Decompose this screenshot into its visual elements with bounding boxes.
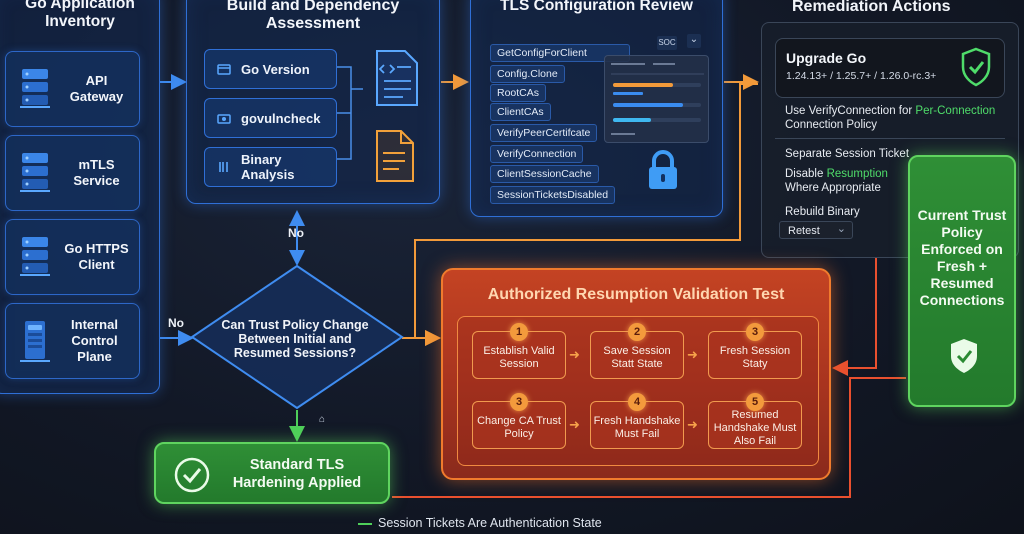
inventory-item-internal-control-plane[interactable]: Internal Control Plane	[5, 303, 140, 379]
step-label: Fresh Session Staty	[719, 345, 791, 370]
disable-highlight: Resumption	[826, 168, 888, 180]
package-icon	[217, 62, 231, 76]
decision-question: Can Trust Policy Change Between Initial …	[221, 318, 369, 360]
upgrade-title: Upgrade Go	[786, 50, 867, 66]
config-item-verifyconnection[interactable]: VerifyConnection	[490, 145, 584, 163]
inventory-item-label: Internal Control Plane	[71, 317, 118, 364]
server-stack-icon	[20, 237, 50, 276]
inventory-item-label: Go HTTPS Client	[64, 241, 129, 272]
test-steps-container: Establish Valid Session 1 ➜ Save Session…	[457, 316, 819, 466]
inventory-item-label: mTLS Service	[73, 157, 120, 188]
inventory-item-go-https-client[interactable]: Go HTTPS Client	[5, 219, 140, 295]
retest-label: Retest	[788, 225, 820, 237]
inventory-item-api-gateway[interactable]: API Gateway	[5, 51, 140, 127]
retest-dropdown[interactable]: Retest ⌄	[779, 221, 853, 239]
verify-connection-text: Use VerifyConnection for Per-Connection …	[785, 104, 1010, 132]
shield-check-icon	[951, 339, 977, 373]
disable-resumption-text: Disable Resumption Where Appropriate	[785, 167, 888, 195]
step-number: 5	[746, 393, 764, 411]
config-item-sessionticketsdisabled[interactable]: SessionTicketsDisabled	[490, 186, 616, 204]
tool-label: Go Version	[241, 61, 310, 77]
tool-label: govulncheck	[241, 110, 321, 126]
step-number: 1	[510, 323, 528, 341]
disable-suffix: Where Appropriate	[785, 182, 881, 194]
soc-badge[interactable]: SOC	[657, 36, 677, 50]
binary-icon	[217, 160, 231, 174]
step-label: Change CA Trust Policy	[477, 415, 561, 440]
current-policy-panel[interactable]: Current Trust Policy Enforced on Fresh +…	[908, 155, 1016, 407]
step-arrow: ➜	[687, 417, 698, 432]
lock-icon	[649, 150, 677, 189]
govulncheck-button[interactable]: govulncheck	[204, 98, 337, 138]
inventory-item-mtls-service[interactable]: mTLS Service	[5, 135, 140, 211]
tls-title: TLS Configuration Review	[500, 0, 693, 14]
standard-tls-panel[interactable]: Standard TLS Hardening Applied	[154, 442, 390, 504]
step-label: Save Session Statt State	[603, 345, 671, 370]
step-arrow: ➜	[569, 347, 580, 362]
step-number: 3	[746, 323, 764, 341]
server-tower-icon	[20, 321, 50, 362]
document-icon	[376, 130, 414, 182]
upgrade-versions: 1.24.13+ / 1.25.7+ / 1.26.0-rc.3+	[786, 70, 937, 82]
go-version-button[interactable]: Go Version	[204, 49, 337, 89]
step-number: 2	[628, 323, 646, 341]
yes-marker-icon: ⌂	[319, 414, 326, 425]
remediation-title: Remediation Actions	[792, 0, 951, 15]
config-item-clientcas[interactable]: ClientCAs	[490, 103, 551, 121]
config-item-verifypeercertificate[interactable]: VerifyPeerCertifcate	[490, 124, 598, 142]
standard-label: Standard TLS Hardening Applied	[232, 457, 362, 491]
binary-analysis-button[interactable]: Binary Analysis	[204, 147, 337, 187]
step-label: Establish Valid Session	[483, 345, 555, 370]
no-label-top: No	[288, 226, 304, 240]
rebuild-binary: Rebuild Binary	[785, 206, 860, 218]
tool-label: Binary Analysis	[241, 152, 295, 182]
disable-prefix: Disable	[785, 168, 827, 180]
inventory-item-label: API Gateway	[69, 73, 124, 104]
step-arrow: ➜	[569, 417, 580, 432]
divider	[775, 138, 1005, 139]
step-number: 4	[628, 393, 646, 411]
inventory-panel: Go Application Inventory API Gateway mTL…	[0, 0, 160, 394]
server-stack-icon	[20, 153, 50, 192]
separate-session-ticket: Separate Session Ticket	[785, 148, 910, 160]
bug-scan-icon	[217, 111, 231, 125]
verify-highlight: Per-Connection	[915, 105, 996, 117]
step-arrow: ➜	[687, 347, 698, 362]
step-label: Fresh Handshake Must Fail	[593, 415, 681, 440]
step-label: Resumed Handshake Must Also Fail	[713, 408, 797, 447]
config-item-getconfigforclient[interactable]: GetConfigForClient	[490, 44, 630, 62]
decision-diamond	[190, 264, 404, 410]
check-circle-icon	[174, 457, 210, 493]
soc-dropdown[interactable]: ⌄	[687, 34, 701, 48]
no-label-left: No	[168, 316, 184, 330]
build-panel: Build and Dependency Assessment Go Versi…	[186, 0, 440, 204]
footer-caption: Session Tickets Are Authentication State	[378, 516, 602, 530]
verify-prefix: Use VerifyConnection for	[785, 105, 916, 117]
config-item-rootcas[interactable]: RootCAs	[490, 84, 547, 102]
current-label: Current Trust Policy Enforced on Fresh +…	[917, 207, 1007, 308]
code-document-icon	[376, 50, 418, 106]
verify-suffix: Connection Policy	[785, 119, 878, 131]
upgrade-go-card[interactable]: Upgrade Go 1.24.13+ / 1.25.7+ / 1.26.0-r…	[775, 38, 1005, 98]
config-dashboard-preview	[604, 55, 709, 143]
dashboard-bars	[611, 63, 704, 135]
config-item-clientsessioncache[interactable]: ClientSessionCache	[490, 165, 599, 183]
build-title: Build and Dependency Assessment	[226, 0, 400, 32]
inventory-title: Go Application Inventory	[25, 0, 135, 30]
config-item-config-clone[interactable]: Config.Clone	[490, 65, 565, 83]
tls-panel: TLS Configuration Review GetConfigForCli…	[470, 0, 723, 217]
chevron-down-icon: ⌄	[836, 223, 846, 235]
step-number: 3	[510, 393, 528, 411]
bracket-lines	[337, 66, 363, 160]
resumption-test-panel: Authorized Resumption Validation Test Es…	[441, 268, 831, 480]
shield-check-icon	[961, 47, 991, 87]
server-stack-icon	[20, 69, 50, 108]
test-title: Authorized Resumption Validation Test	[487, 286, 785, 303]
